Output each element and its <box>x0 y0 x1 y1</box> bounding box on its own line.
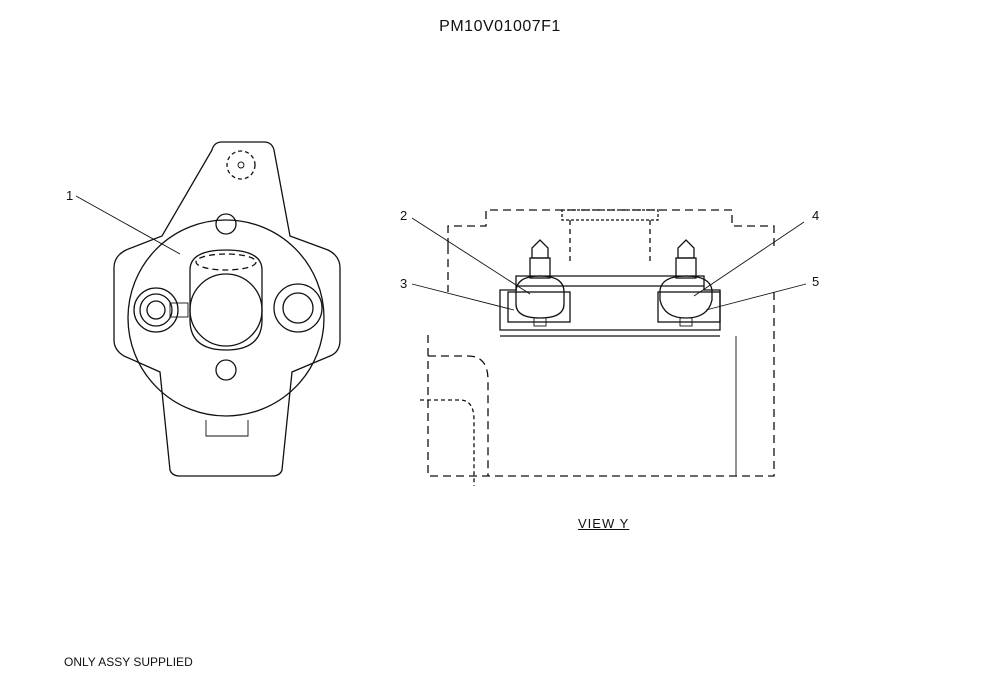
round-housing <box>127 219 325 417</box>
valve-right <box>677 239 695 259</box>
shaft-boss <box>189 249 263 351</box>
hidden-outline <box>427 209 775 477</box>
valve-left <box>531 239 549 259</box>
left-fitting <box>133 287 179 333</box>
bolt-hole-lower <box>215 359 237 381</box>
right-plug <box>273 283 323 333</box>
flange-outline <box>113 141 341 477</box>
bolt-hole-upper <box>215 213 237 235</box>
front-view: 1 <box>66 141 341 477</box>
callout-5: 5 <box>812 274 819 289</box>
callout-2: 2 <box>400 208 407 223</box>
section-view: 2 3 4 5 <box>400 208 819 486</box>
footer-note: ONLY ASSY SUPPLIED <box>64 655 193 669</box>
callout-4: 4 <box>812 208 819 223</box>
callout-3: 3 <box>400 276 407 291</box>
drawing-part-number: PM10V01007F1 <box>439 18 561 35</box>
callout-1: 1 <box>66 188 73 203</box>
mount-hole-top <box>226 150 256 180</box>
view-label: VIEW Y <box>578 516 630 531</box>
